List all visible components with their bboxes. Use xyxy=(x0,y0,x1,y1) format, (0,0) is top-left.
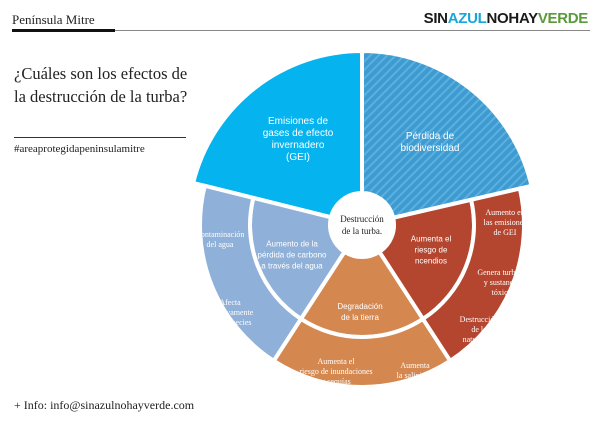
label-line: negativamente xyxy=(206,308,254,317)
label-line: a través del agua xyxy=(261,261,323,271)
center-label: Destrucción de la turba. xyxy=(340,213,383,237)
label-line: de la turba. xyxy=(341,226,383,236)
label-line: riesgo de inundaciones xyxy=(299,367,373,376)
section-title: Península Mitre xyxy=(12,12,95,27)
label-line: Destrucción xyxy=(459,315,499,324)
brand-logo: SINAZULNOHAYVERDE xyxy=(423,10,589,27)
label-line: Genera turbidez xyxy=(477,268,529,277)
label-line: (GEI) xyxy=(286,152,310,163)
label-line: ncendios xyxy=(414,256,448,266)
label-line: y sustancias xyxy=(483,278,523,287)
label-line: Afecta xyxy=(219,298,241,307)
label-line: biodiversidad xyxy=(400,143,460,154)
sector-fuego-outer xyxy=(420,186,526,364)
label-line: en el agua xyxy=(398,381,432,390)
label-line: naturaleza xyxy=(462,335,496,344)
sector-agua-outer xyxy=(198,183,304,364)
label-line: Aumento de la xyxy=(266,239,318,249)
label-line: riesgo de xyxy=(414,245,448,255)
label-line: Aumenta xyxy=(400,361,430,370)
label-line: Aumenta el xyxy=(410,234,452,244)
label-line: gases de efecto xyxy=(262,128,334,139)
header-accent-bar xyxy=(12,29,115,32)
header-divider xyxy=(12,30,590,31)
contact-info: + Info: info@sinazulnohayverde.com xyxy=(14,398,195,412)
label-line: Emisiones de xyxy=(267,116,329,127)
question-heading: ¿Cuáles son los efectos de la destrucció… xyxy=(14,64,188,106)
label-line: la salinidad xyxy=(396,371,434,380)
label-line: Aumento en xyxy=(485,208,525,217)
label-line: Pérdida de xyxy=(405,131,455,142)
question-divider xyxy=(14,137,186,138)
label-line: pérdida de carbono xyxy=(257,250,327,260)
label-line: de la xyxy=(471,325,487,334)
sector-tierra-outer xyxy=(271,316,453,389)
center-hub xyxy=(330,193,394,257)
label-line: y sequías xyxy=(321,377,351,386)
label-line: de la tierra xyxy=(341,313,379,322)
label-line: invernadero xyxy=(271,140,325,151)
label-line: del agua xyxy=(206,240,234,249)
label-tierra-inner: Degradación de la tierra xyxy=(337,301,382,323)
label-line: Contaminación xyxy=(195,230,245,239)
label-line: a las especies xyxy=(208,318,252,327)
hashtag: #areaprotegidapeninsulamitre xyxy=(14,143,145,155)
label-line: tóxicas xyxy=(491,288,515,297)
label-line: Destrucción xyxy=(340,214,384,224)
label-line: Degradación xyxy=(337,302,383,311)
label-line: marinas xyxy=(217,328,243,337)
label-line: de GEI xyxy=(493,228,517,237)
label-line: Aumenta el xyxy=(317,357,355,366)
label-line: las emisiones xyxy=(483,218,527,227)
